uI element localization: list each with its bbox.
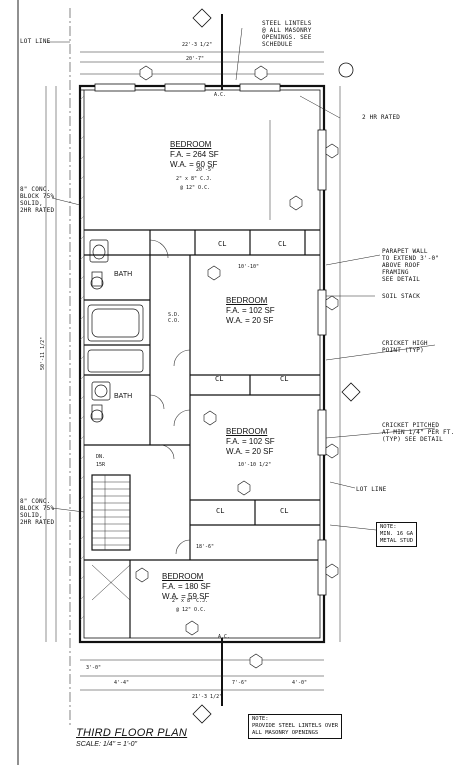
dim-depth-left: 50'-11 1/2" bbox=[40, 336, 46, 370]
callout-steel-lintels: STEEL LINTELS @ ALL MASONRY OPENINGS. SE… bbox=[262, 20, 312, 48]
stair-break bbox=[91, 564, 131, 601]
callout-lot-line-mid: LOT LINE bbox=[356, 486, 387, 493]
dim-bed4-oc: @ 12" O.C. bbox=[176, 607, 207, 613]
room-floor-area: F.A. = 264 SF bbox=[170, 150, 219, 159]
callout-soil-stack: SOIL STACK bbox=[382, 293, 421, 300]
room-name: BEDROOM bbox=[226, 427, 268, 436]
dim-bed1-cj: 2" x 8" C.J. bbox=[176, 176, 213, 182]
stair-treads bbox=[92, 475, 130, 550]
top-windows bbox=[94, 83, 281, 92]
dim-bed4-width: 18'-6" bbox=[196, 544, 215, 550]
note-provide-lintels: NOTE: PROVIDE STEEL LINTELS OVER ALL MAS… bbox=[248, 714, 343, 739]
room-window-area: W.A. = 59 SF bbox=[162, 592, 210, 601]
detail-marker bbox=[338, 62, 354, 78]
section-marker-top bbox=[192, 8, 212, 28]
section-marker-right bbox=[341, 382, 361, 402]
dim-bed1-oc: @ 12" O.C. bbox=[180, 185, 211, 191]
room-name: BEDROOM bbox=[170, 140, 212, 149]
dim-overall-width: 20'-7" bbox=[186, 56, 205, 62]
callout-cricket-pitched: CRICKET PITCHED AT MIN 1/4" PER FT. (TYP… bbox=[382, 422, 455, 443]
room-name: BEDROOM bbox=[162, 572, 204, 581]
dim-bed2: 10'-10" bbox=[238, 264, 260, 270]
note-metal-stud: NOTE: MIN. 16 GA METAL STUD bbox=[376, 522, 418, 547]
dim-bed4-cj: 2" x 8" C.J. bbox=[172, 598, 209, 604]
dim-ac-top: A.C. bbox=[214, 92, 227, 98]
dim-dn: DN. bbox=[96, 454, 106, 460]
room-window-area: W.A. = 20 SF bbox=[226, 447, 274, 456]
room-label-bedroom-1: BEDROOM F.A. = 264 SF W.A. = 60 SF bbox=[170, 140, 219, 170]
dim-sd-co: S.D. C.O. bbox=[168, 312, 181, 324]
room-label-bedroom-4: BEDROOM F.A. = 180 SF W.A. = 59 SF bbox=[162, 572, 211, 602]
dimension-lines bbox=[45, 51, 341, 691]
callout-cricket-high: CRICKET HIGH POINT (TYP) bbox=[382, 340, 428, 354]
closet-label: CL bbox=[280, 375, 289, 383]
closet-label: CL bbox=[215, 375, 224, 383]
callout-lot-line-top: LOT LINE bbox=[20, 38, 51, 45]
sheet-scale: SCALE: 1/4" = 1'-0" bbox=[76, 741, 137, 748]
closet-label: CL bbox=[278, 240, 287, 248]
closet-label: CL bbox=[280, 507, 289, 515]
room-label-bedroom-2: BEDROOM F.A. = 102 SF W.A. = 20 SF bbox=[226, 296, 275, 326]
dim-dn-risers: 15R bbox=[96, 462, 106, 468]
dim-top-sub: 22'-3 1/2" bbox=[182, 42, 213, 48]
dim-bottom-e: 21'-3 1/2" bbox=[192, 694, 223, 700]
sheet-title: THIRD FLOOR PLAN bbox=[76, 727, 188, 739]
left-masonry-hatch bbox=[79, 95, 85, 621]
room-label-bedroom-3: BEDROOM F.A. = 102 SF W.A. = 20 SF bbox=[226, 427, 275, 457]
dim-bottom-c: 7'-6" bbox=[232, 680, 248, 686]
door-swings bbox=[149, 239, 191, 555]
dim-bottom-d: 4'-0" bbox=[292, 680, 308, 686]
interior-walls bbox=[84, 229, 320, 638]
room-label-bath-2: BATH bbox=[114, 393, 133, 400]
dim-bottom-a: 3'-0" bbox=[86, 665, 102, 671]
dim-bed1-width: 20'-5" bbox=[196, 167, 215, 173]
callout-block-top: 8" CONC. BLOCK 75% SOLID, 2HR RATED bbox=[20, 186, 55, 214]
right-windows bbox=[317, 129, 327, 596]
closet-label: CL bbox=[218, 240, 227, 248]
section-marker-bottom bbox=[192, 704, 212, 724]
leader-lines bbox=[47, 27, 436, 531]
room-name: BEDROOM bbox=[226, 296, 268, 305]
callout-2hr-rated: 2 HR RATED bbox=[362, 114, 401, 121]
room-floor-area: F.A. = 102 SF bbox=[226, 437, 275, 446]
window-tags bbox=[135, 65, 339, 669]
dim-bed3: 10'-10 1/2" bbox=[238, 462, 272, 468]
room-window-area: W.A. = 20 SF bbox=[226, 316, 274, 325]
callout-parapet: PARAPET WALL TO EXTEND 3'-0" ABOVE ROOF … bbox=[382, 248, 440, 283]
room-floor-area: F.A. = 102 SF bbox=[226, 306, 275, 315]
room-window-area: W.A. = 60 SF bbox=[170, 160, 218, 169]
bath-fixtures bbox=[87, 239, 144, 423]
dim-bottom-b: 4'-4" bbox=[114, 680, 130, 686]
callout-block-bottom: 8" CONC. BLOCK 75% SOLID, 2HR RATED bbox=[20, 498, 55, 526]
dim-ac-bottom: A.C. bbox=[218, 634, 231, 640]
room-label-bath-1: BATH bbox=[114, 271, 133, 278]
room-floor-area: F.A. = 180 SF bbox=[162, 582, 211, 591]
closet-label: CL bbox=[216, 507, 225, 515]
